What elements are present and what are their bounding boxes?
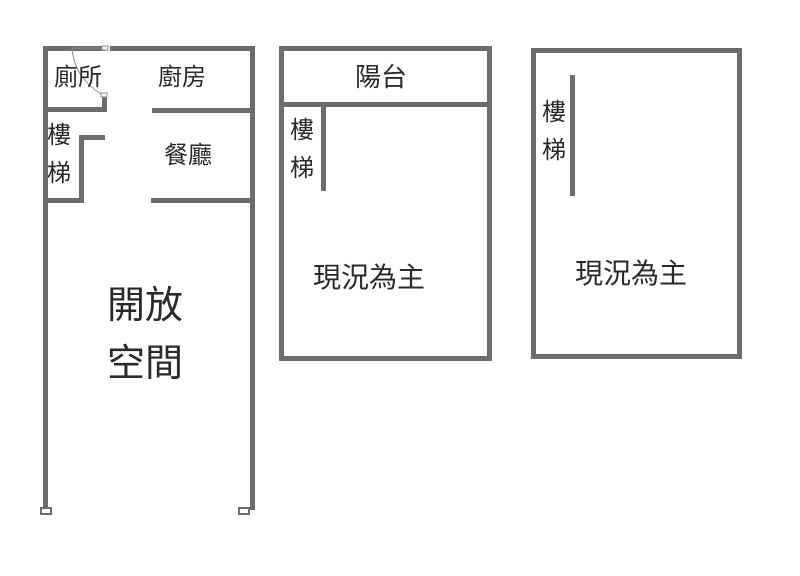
room-label-balcony: 陽台	[355, 63, 408, 93]
wall-top	[531, 48, 742, 53]
stairs-char-1: 樓	[47, 121, 71, 149]
stairs-char-2: 梯	[542, 136, 566, 164]
wall-stair-bottom	[43, 198, 84, 203]
wall-bottom	[279, 356, 492, 361]
wall-balcony	[279, 102, 492, 107]
wall-right	[250, 46, 255, 510]
room-label-stairs: 樓 梯	[541, 93, 567, 169]
wall-top	[279, 46, 492, 51]
stairs-char-1: 樓	[290, 116, 314, 144]
room-label-stairs: 樓 梯	[46, 116, 72, 192]
wall-right	[487, 46, 492, 361]
wall-left	[43, 46, 48, 510]
wall-right	[737, 48, 742, 359]
wall-toilet-right	[102, 96, 107, 112]
stairs-char-2: 梯	[290, 154, 314, 182]
room-label-open-space: 開放 空間	[90, 276, 200, 392]
room-label-dining: 餐廳	[164, 141, 212, 169]
wall-toilet-bottom	[43, 107, 107, 112]
wall-top-right	[110, 46, 255, 51]
door-swing-icon	[71, 45, 109, 98]
column-foot-right	[238, 507, 250, 515]
wall-left	[279, 46, 284, 361]
wall-stair-divider	[321, 104, 326, 191]
room-label-stairs: 樓 梯	[289, 111, 315, 187]
wall-stair-right	[79, 135, 84, 203]
wall-bottom	[531, 354, 742, 359]
note-as-is: 現況為主	[313, 261, 426, 294]
wall-stair-divider	[570, 75, 575, 196]
note-as-is: 現況為主	[575, 257, 688, 290]
wall-stair-top	[79, 135, 105, 140]
wall-left	[531, 48, 536, 359]
open-space-line-2: 空間	[106, 341, 183, 385]
stairs-char-2: 梯	[47, 159, 71, 187]
open-space-line-1: 開放	[106, 283, 183, 327]
wall-dining-bottom	[151, 198, 252, 203]
wall-kitchen-bottom	[152, 108, 252, 113]
room-label-kitchen: 廚房	[158, 63, 206, 91]
stairs-char-1: 樓	[542, 98, 566, 126]
column-foot-left	[40, 507, 52, 515]
room-label-toilet: 廁所	[54, 63, 102, 91]
